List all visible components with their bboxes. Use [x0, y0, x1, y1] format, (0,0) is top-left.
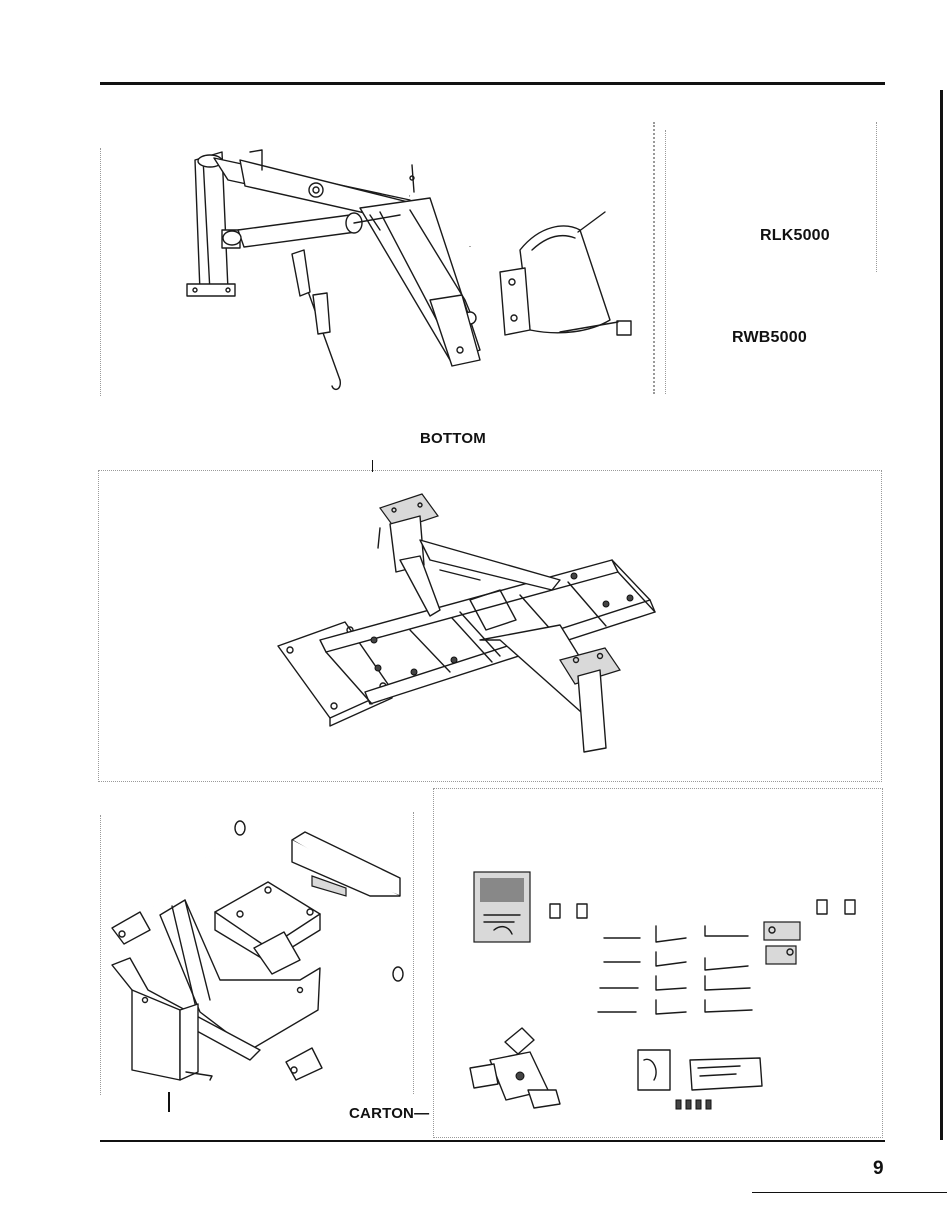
bolt-group	[598, 938, 640, 1012]
